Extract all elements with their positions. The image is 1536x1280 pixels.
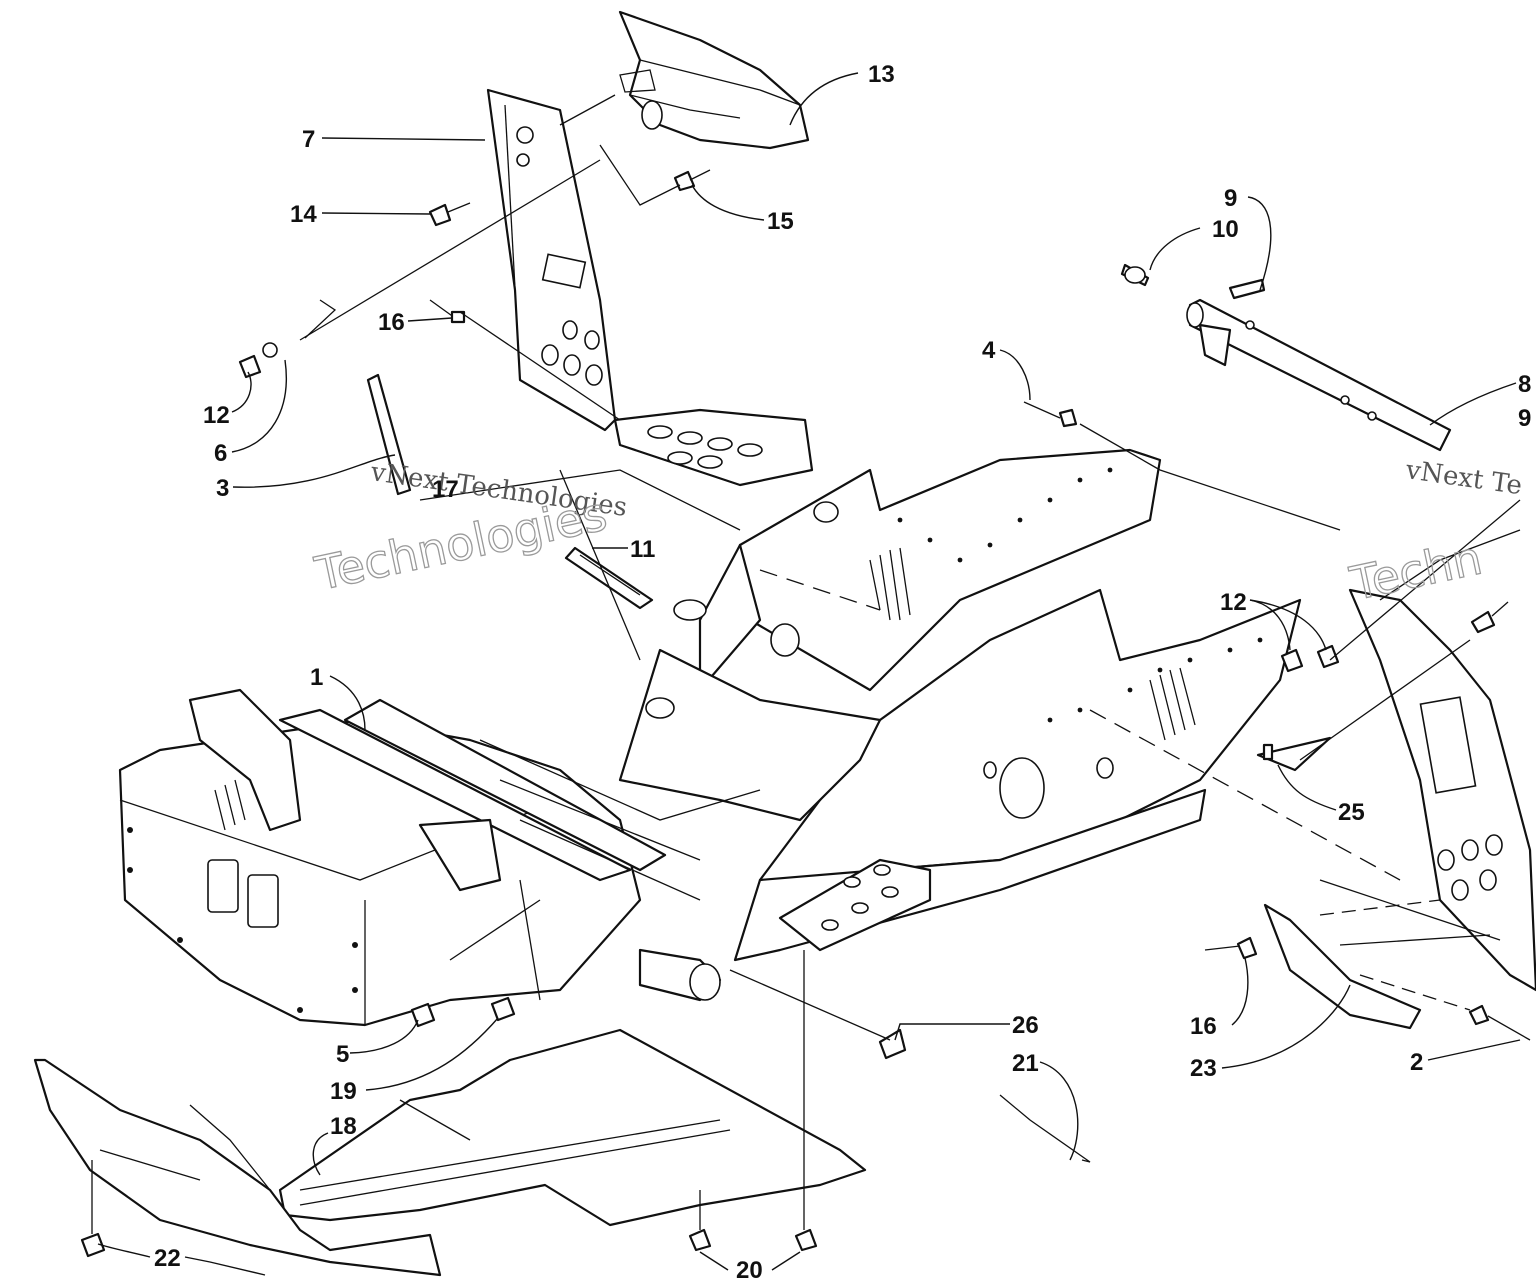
- part-22-nose: [33, 1058, 442, 1277]
- callout-labels: 13 7 14 15 16 12 6 3 17 11 9 10 4 8 9 12…: [154, 61, 1531, 1280]
- callout-3: 3: [216, 475, 229, 502]
- callout-26: 26: [1012, 1012, 1039, 1039]
- callout-17: 17: [432, 476, 459, 503]
- fasteners: [80, 169, 1531, 1258]
- callout-22: 22: [154, 1245, 181, 1272]
- callout-13: 13: [868, 61, 895, 88]
- watermark-right: vNext Te Techn: [1344, 455, 1524, 612]
- callout-9b: 9: [1518, 405, 1531, 432]
- assembly-lines: [299, 94, 1521, 1041]
- part-1-chassis: [118, 448, 1302, 1027]
- callout-25: 25: [1338, 799, 1365, 826]
- callout-15: 15: [767, 208, 794, 235]
- leader-lines: [97, 72, 1521, 1276]
- callout-1: 1: [310, 664, 323, 691]
- callout-14: 14: [290, 201, 317, 228]
- callout-21: 21: [1012, 1050, 1039, 1077]
- part-8-steering-post: [1120, 263, 1452, 452]
- callout-6: 6: [214, 440, 227, 467]
- part-25-plate: [1256, 736, 1332, 772]
- callout-20: 20: [736, 1257, 763, 1280]
- callout-10: 10: [1212, 216, 1239, 243]
- callout-11: 11: [630, 536, 655, 563]
- chassis-rivets: [127, 467, 1263, 1013]
- callout-4: 4: [982, 337, 996, 364]
- part-11-strip: [564, 546, 654, 610]
- callout-16a: 16: [378, 309, 405, 336]
- callout-23: 23: [1190, 1055, 1217, 1082]
- watermark-left: vNext Technologies Technologies: [309, 457, 629, 602]
- part-7b-steering-support: [1348, 588, 1536, 992]
- watermark-line-2b: Techn: [1345, 530, 1487, 611]
- callout-12a: 12: [203, 402, 230, 429]
- callout-12b: 12: [1220, 589, 1247, 616]
- callout-5: 5: [336, 1041, 349, 1068]
- part-7-steering-support: [486, 88, 814, 487]
- callout-18: 18: [330, 1113, 357, 1140]
- callout-9a: 9: [1224, 185, 1237, 212]
- callout-7: 7: [302, 126, 315, 153]
- part-23-bracket: [1263, 903, 1422, 1030]
- callout-16b: 16: [1190, 1013, 1217, 1040]
- callout-8: 8: [1518, 371, 1531, 398]
- callout-2: 2: [1410, 1049, 1423, 1076]
- part-18-belly-pan: [278, 1028, 867, 1227]
- callout-19: 19: [330, 1078, 357, 1105]
- part-13-cover: [618, 10, 810, 150]
- watermark-line-1b: vNext Te: [1403, 455, 1524, 501]
- watermark-line-2: Technologies: [310, 487, 611, 601]
